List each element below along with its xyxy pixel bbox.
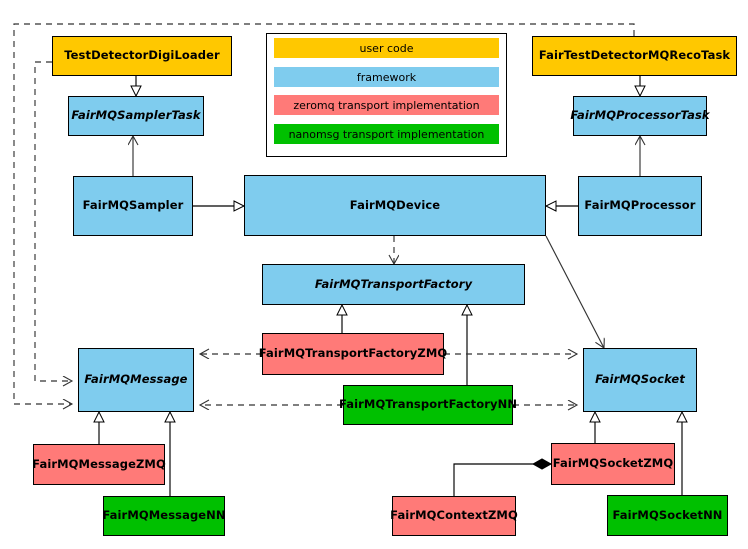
class-node-fairmqtransportfactory[interactable]: FairMQTransportFactory — [262, 264, 525, 305]
class-label: FairMQDevice — [349, 197, 441, 212]
class-label: FairMQMessageNN — [102, 508, 226, 523]
class-node-fairmqsocketzmq[interactable]: FairMQSocketZMQ — [551, 443, 675, 485]
legend-label-user-code: user code — [359, 41, 414, 55]
edge-contextzmq-composes-socketzmq — [453, 464, 551, 496]
class-label: FairMQSampler — [82, 198, 184, 213]
class-node-fairmqtransportfactorynn[interactable]: FairMQTransportFactoryNN — [339, 385, 517, 425]
class-node-fairmqmessagezmq[interactable]: FairMQMessageZMQ — [32, 444, 166, 485]
legend-item-nanomsg: nanomsg transport implementation — [274, 124, 499, 144]
class-label: FairMQSocketNN — [612, 507, 723, 522]
class-node-fairmqcontextzmq[interactable]: FairMQContextZMQ — [390, 496, 518, 536]
legend-item-user-code: user code — [274, 38, 499, 58]
class-node-fairmqprocessortask[interactable]: FairMQProcessorTask — [570, 96, 710, 136]
class-node-fairmqsocketnn[interactable]: FairMQSocketNN — [607, 495, 728, 536]
class-node-fairmqsamplertask[interactable]: FairMQSamplerTask — [68, 96, 204, 136]
class-label: FairMQContextZMQ — [390, 508, 518, 523]
class-label: FairMQSocketZMQ — [552, 456, 674, 471]
class-node-fairmqtransportfactoryzmq[interactable]: FairMQTransportFactoryZMQ — [259, 333, 447, 375]
class-label: FairTestDetectorMQRecoTask — [538, 48, 731, 63]
legend-label-framework: framework — [356, 70, 417, 84]
class-label: FairMQTransportFactoryZMQ — [258, 346, 448, 361]
class-label: FairMQProcessorTask — [570, 108, 710, 123]
class-label: FairMQSocket — [595, 372, 685, 387]
class-node-fairmqsampler[interactable]: FairMQSampler — [73, 176, 193, 236]
class-node-fairmqmessagenn[interactable]: FairMQMessageNN — [102, 496, 226, 536]
class-node-testdetectordigiloader[interactable]: TestDetectorDigiLoader — [52, 36, 232, 76]
class-node-fairmqdevice[interactable]: FairMQDevice — [244, 175, 546, 236]
class-node-fairmqsocket[interactable]: FairMQSocket — [583, 348, 697, 412]
legend-item-zeromq: zeromq transport implementation — [274, 95, 499, 115]
class-label: TestDetectorDigiLoader — [64, 48, 220, 63]
class-label: FairMQProcessor — [584, 198, 696, 213]
class-node-fairmqprocessor[interactable]: FairMQProcessor — [578, 176, 702, 236]
class-label: FairMQTransportFactoryNN — [338, 397, 518, 412]
class-label: FairMQSamplerTask — [71, 108, 201, 123]
class-label: FairMQMessageZMQ — [32, 456, 166, 471]
class-node-fairtestdetectormqrecotask[interactable]: FairTestDetectorMQRecoTask — [532, 36, 737, 76]
edge-digiloader-to-message — [34, 61, 72, 381]
class-label: FairMQTransportFactory — [314, 276, 473, 291]
legend-item-framework: framework — [274, 67, 499, 87]
class-node-fairmqmessage[interactable]: FairMQMessage — [78, 348, 194, 412]
legend-label-nanomsg: nanomsg transport implementation — [288, 127, 485, 141]
class-label: FairMQMessage — [84, 372, 188, 387]
legend-label-zeromq: zeromq transport implementation — [293, 98, 480, 112]
edge-device-uses-socket — [545, 235, 604, 348]
